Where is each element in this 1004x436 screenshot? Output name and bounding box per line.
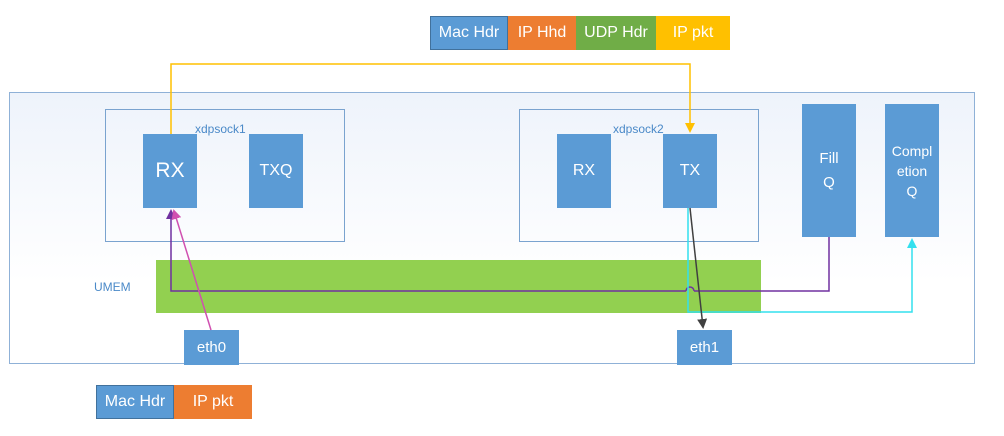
top-packet-ip-pkt: IP pkt	[656, 16, 730, 50]
xdpsock2-label: xdpsock2	[613, 122, 664, 136]
umem-region	[156, 260, 761, 313]
xdpsock2-rx-block: RX	[557, 134, 611, 208]
top-packet-mac-hdr: Mac Hdr	[430, 16, 508, 50]
xdpsock1-label: xdpsock1	[195, 122, 246, 136]
top-packet-mac-hdr-label: Mac Hdr	[438, 24, 500, 41]
xdpsock2-tx-block: TX	[663, 134, 717, 208]
completion-queue-block: Compl etion Q	[885, 104, 939, 237]
eth0-block: eth0	[184, 330, 239, 365]
fill-queue-line2: Q	[823, 173, 835, 191]
xdpsock1-rx-label: RX	[155, 159, 185, 182]
fill-queue-block: Fill Q	[802, 104, 856, 237]
bottom-packet-mac-hdr-label: Mac Hdr	[104, 393, 166, 410]
xdpsock2-container	[519, 109, 759, 242]
top-packet-ip-pkt-label: IP pkt	[672, 24, 714, 41]
xdpsock1-container	[105, 109, 345, 242]
bottom-packet-mac-hdr: Mac Hdr	[96, 385, 174, 419]
completion-queue-line3: Q	[906, 182, 918, 199]
eth1-label: eth1	[689, 339, 720, 356]
fill-queue-line1: Fill	[819, 149, 839, 167]
eth1-block: eth1	[677, 330, 732, 365]
xdpsock1-txq-block: TXQ	[249, 134, 303, 208]
purple-arrow-fillq-to-rx-tail	[166, 209, 686, 292]
eth0-label: eth0	[196, 339, 227, 356]
magenta-arrow-eth0-to-rx	[171, 209, 212, 331]
top-packet-ip-hdr-label: IP Hhd	[517, 24, 567, 41]
top-packet: Mac Hdr IP Hhd UDP Hdr IP pkt	[430, 16, 730, 50]
bottom-packet: Mac Hdr IP pkt	[96, 385, 252, 419]
cyan-arrow-tx-to-completionq	[687, 208, 917, 313]
yellow-arrow-rx-to-tx	[170, 63, 695, 134]
bottom-packet-ip-pkt-label: IP pkt	[192, 393, 234, 410]
xdpsock1-txq-label: TXQ	[259, 162, 293, 179]
umem-label: UMEM	[94, 280, 131, 294]
xdpsock2-tx-label: TX	[679, 162, 701, 179]
dark-arrow-tx-to-eth1	[689, 207, 708, 329]
completion-queue-line1: Compl	[891, 142, 933, 159]
purple-arrow-hop	[685, 286, 695, 292]
xdpsock2-rx-label: RX	[572, 162, 596, 179]
purple-arrow-fillq-to-rx	[694, 237, 830, 292]
top-packet-udp-hdr: UDP Hdr	[576, 16, 656, 50]
completion-queue-line2: etion	[896, 162, 928, 179]
xdpsock1-rx-block: RX	[143, 134, 197, 208]
bottom-packet-ip-pkt: IP pkt	[174, 385, 252, 419]
top-packet-ip-hdr: IP Hhd	[508, 16, 576, 50]
top-packet-udp-hdr-label: UDP Hdr	[584, 24, 648, 41]
